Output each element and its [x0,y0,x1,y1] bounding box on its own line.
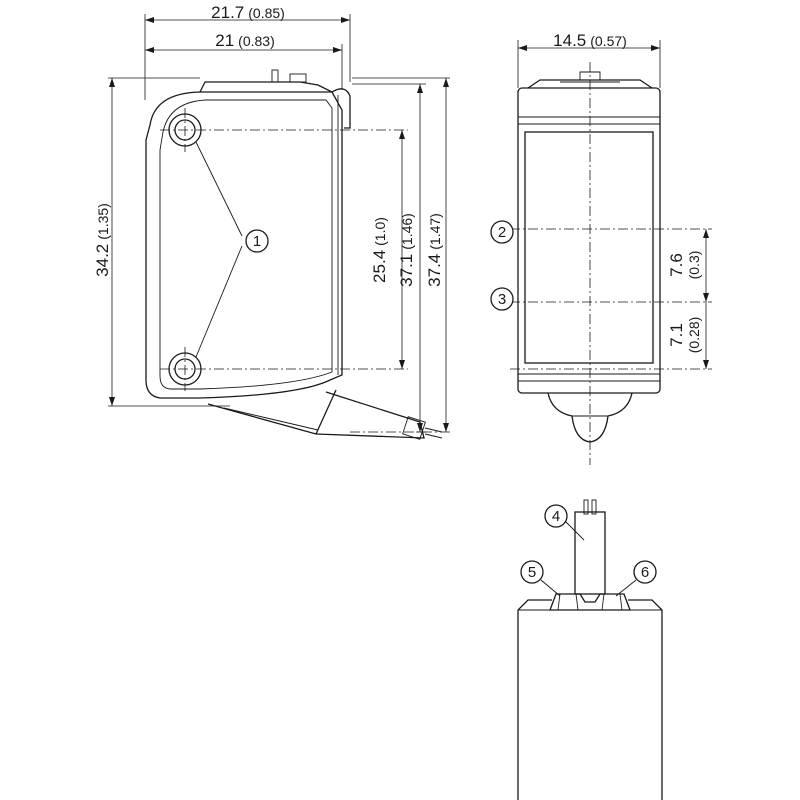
dim-label-7-1-inch: (0.28) [686,317,702,354]
callout-1: 1 [245,229,269,253]
side-view [145,69,450,440]
bottom-view [517,499,663,800]
callout-2: 2 [490,220,514,244]
svg-text:1: 1 [253,233,261,250]
front-view [510,62,712,465]
dim-label-21-7: 21.7(0.85) [211,3,285,22]
callout-4: 4 [544,504,568,528]
svg-text:5: 5 [528,564,536,581]
callout-5: 5 [520,560,544,584]
svg-text:3: 3 [498,291,506,308]
dim-label-14-5: 14.5(0.57) [553,31,627,50]
dim-label-37-1: 37.1(1.46) [397,213,416,287]
side-view-dimensions: 21.7(0.85) 21(0.83) 34.2(1.35) 25.4(1.0)… [93,3,450,433]
svg-text:4: 4 [552,508,560,525]
dim-label-37-4: 37.4(1.47) [425,213,444,287]
dim-label-7-6-inch: (0.3) [686,251,702,280]
dim-label-7-6: 7.6 [667,253,686,277]
svg-text:6: 6 [641,564,649,581]
dim-label-34-2: 34.2(1.35) [93,203,112,277]
callout-3: 3 [490,287,514,311]
svg-text:2: 2 [498,224,506,241]
callout-6: 6 [633,560,657,584]
dim-label-7-1: 7.1 [667,323,686,347]
front-view-dimensions: 14.5(0.57) 7.6 (0.3) 7.1 (0.28) [517,31,709,369]
dim-label-25-4: 25.4(1.0) [370,217,389,283]
dim-label-21: 21(0.83) [215,31,275,50]
